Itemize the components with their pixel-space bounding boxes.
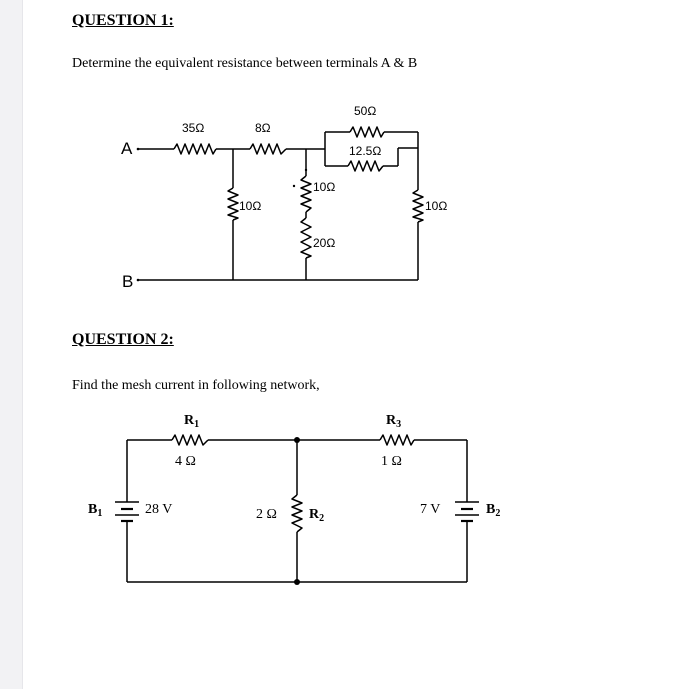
r20-label: 20Ω [313, 236, 335, 250]
r8-label: 8Ω [255, 121, 271, 135]
b2-voltage: 7 V [420, 502, 440, 517]
resistor-35-ohm [173, 143, 217, 155]
question-2-title: QUESTION 2: [72, 331, 174, 348]
battery-b1 [115, 501, 139, 523]
junction-top [294, 437, 300, 443]
r10-left-label: 10Ω [239, 199, 261, 213]
r50-label: 50Ω [354, 104, 376, 118]
page-margin [0, 0, 23, 689]
r2-value: 2 Ω [256, 507, 277, 522]
terminal-a-label: A [121, 139, 133, 158]
circuit-2-wires [126, 439, 468, 583]
resistor-10-ohm-middle [300, 175, 312, 213]
resistor-r1 [171, 434, 209, 446]
resistor-12-5-ohm [347, 160, 384, 172]
resistor-10-ohm-left [227, 187, 239, 221]
r3-label: R3 [386, 413, 401, 430]
question-2-text: Find the mesh current in following netwo… [72, 378, 320, 393]
resistor-r3 [379, 434, 415, 446]
r3-value: 1 Ω [381, 454, 402, 469]
resistor-20-ohm [300, 217, 312, 259]
battery-b2 [455, 501, 479, 523]
junction-bottom [294, 579, 300, 585]
b1-voltage: 28 V [145, 502, 172, 517]
resistor-10-ohm-right [412, 189, 424, 223]
r10-right-label: 10Ω [425, 199, 447, 213]
question-1-text: Determine the equivalent resistance betw… [72, 56, 418, 71]
circuit-1-wires [138, 131, 419, 281]
resistor-8-ohm [249, 143, 287, 155]
question-1-title: QUESTION 1: [72, 12, 174, 29]
resistor-50-ohm [349, 126, 385, 138]
r1-value: 4 Ω [175, 454, 196, 469]
b1-label: B1 [88, 502, 102, 519]
r35-label: 35Ω [182, 121, 204, 135]
r1-label: R1 [184, 413, 199, 430]
r2-label: R2 [309, 507, 324, 524]
resistor-r2 [291, 494, 303, 533]
r12-5-label: 12.5Ω [349, 144, 381, 158]
r10-middle-label: 10Ω [313, 180, 335, 194]
b2-label: B2 [486, 502, 500, 519]
terminal-b-label: B [122, 272, 133, 291]
